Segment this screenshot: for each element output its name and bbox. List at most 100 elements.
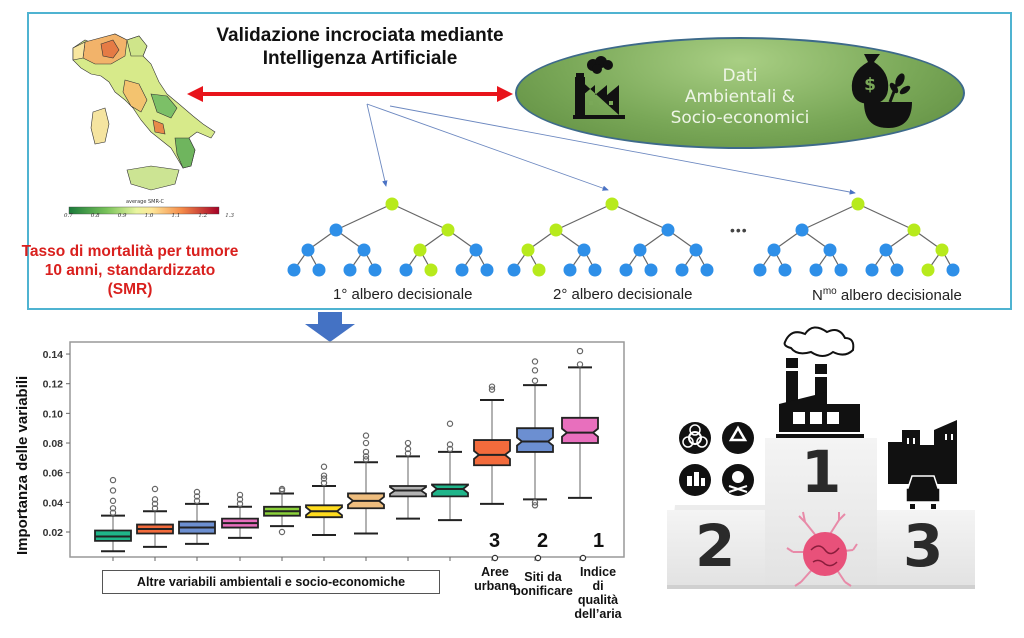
tree-edge (801, 203, 859, 231)
italy-smr-map: average SMR-C (68, 33, 220, 215)
outlier-point (446, 420, 454, 427)
italy-map-shape (72, 33, 216, 191)
tree-node-path (532, 263, 546, 277)
outlier-point (320, 463, 328, 470)
arrow-to-tree-2 (366, 103, 609, 191)
smr-caption-line: Tasso di mortalità per tumore (21, 243, 239, 260)
decision-tree-2 (507, 197, 714, 277)
category-line: dell’aria (574, 607, 622, 621)
tree-node-path (521, 243, 535, 257)
group-label-box: Altre variabili ambientali e socio-econo… (102, 570, 440, 594)
double-arrow-icon (187, 86, 513, 102)
outlier-point (362, 453, 370, 460)
plot-area (69, 341, 625, 558)
money-bag-agriculture-icon: $ (851, 54, 912, 128)
outlier-point (531, 377, 539, 384)
tree-node-path (385, 197, 399, 211)
tree-edge (335, 203, 393, 231)
y-tick-label: 0.04 (43, 497, 64, 509)
outlier-point (236, 500, 244, 508)
tree-node (946, 263, 960, 277)
tree-label-n-base: N (812, 287, 823, 304)
ellipsis-dots: ••• (730, 222, 748, 238)
ellipse-line: Ambientali & (684, 87, 796, 107)
tree-node (507, 263, 521, 277)
box-6 (305, 463, 343, 561)
outlier-point (151, 500, 159, 508)
tree-node-path (549, 223, 563, 237)
tree-node (357, 243, 371, 257)
smr-caption-line: (SMR) (107, 281, 153, 298)
colorbar-tick: 1.2 (198, 213, 208, 219)
tree-node (700, 263, 714, 277)
tree-node (480, 263, 494, 277)
outlier-point (193, 493, 201, 500)
category-siti-da-bonificare: Siti da bonificare (508, 570, 578, 598)
tree-node (767, 243, 781, 257)
outlier-point (404, 445, 412, 453)
tree-node (890, 263, 904, 277)
rank-3-label: 3 (489, 530, 501, 552)
tree-node (588, 263, 602, 277)
outlier-point (236, 491, 244, 499)
outlier-point (320, 472, 328, 479)
colorbar-ticks: 0.7 0.8 0.9 1.0 1.1 1.2 1.3 (64, 213, 234, 219)
y-tick-label: 0.08 (43, 438, 64, 450)
title-line: Validazione incrociata mediante (216, 25, 504, 46)
tree-node-path (921, 263, 935, 277)
tree-label-n-rest: albero decisionale (836, 287, 962, 304)
tree-node-path (851, 197, 865, 211)
category-marker (491, 554, 499, 562)
colorbar (68, 206, 220, 215)
outlier-point (109, 505, 117, 512)
rank-2-label: 2 (537, 530, 549, 552)
outlier-point (488, 383, 496, 390)
outlier-point (151, 505, 159, 512)
outlier-point (193, 488, 201, 496)
tree-node-path (907, 223, 921, 237)
tree-node-path (441, 223, 455, 237)
podium-step-2 (667, 510, 765, 588)
top-panel-frame (27, 12, 1012, 310)
decision-tree-1 (287, 197, 494, 277)
outlier-point (531, 358, 539, 365)
tree-label-1: 1° albero decisionale (333, 286, 473, 303)
tree-edge (391, 203, 449, 231)
y-tick-label: 0.12 (43, 379, 64, 391)
outlier-point (151, 496, 159, 503)
page-title: Validazione incrociata mediante Intellig… (175, 24, 545, 70)
category-marker (534, 554, 542, 562)
tree-node (455, 263, 469, 277)
tree-node (644, 263, 658, 277)
outlier-point (278, 485, 286, 493)
tree-node (809, 263, 823, 277)
category-line: urbane (474, 579, 516, 593)
category-line: bonificare (513, 584, 573, 598)
tree-node (778, 263, 792, 277)
colorbar-tick: 0.9 (117, 213, 127, 219)
tree-node-path (424, 263, 438, 277)
box-12 (561, 347, 599, 562)
outlier-point (109, 476, 117, 484)
outlier-point (488, 386, 496, 393)
tree-node (469, 243, 483, 257)
colorbar-tick: 1.0 (144, 213, 154, 219)
box-7 (347, 432, 385, 561)
podium-rank-1: 1 (801, 438, 842, 506)
tree-node (301, 243, 315, 257)
outlier-point (193, 497, 201, 505)
tree-label-n-sup: mo (822, 286, 837, 297)
ellipse-line: Socio-economici (670, 108, 810, 128)
outlier-point (576, 361, 584, 368)
tree-node (823, 243, 837, 257)
tree-arrows (366, 103, 856, 195)
outlier-point (362, 456, 370, 463)
decision-trees (287, 197, 960, 277)
down-arrow-icon (305, 312, 355, 342)
tree-node (689, 243, 703, 257)
outlier-point (320, 475, 328, 482)
y-tick-label: 0.10 (43, 408, 64, 420)
category-aree-urbane: Aree urbane (470, 565, 520, 593)
tree-node-path (413, 243, 427, 257)
smr-caption: Tasso di mortalità per tumore 10 anni, s… (10, 242, 250, 299)
